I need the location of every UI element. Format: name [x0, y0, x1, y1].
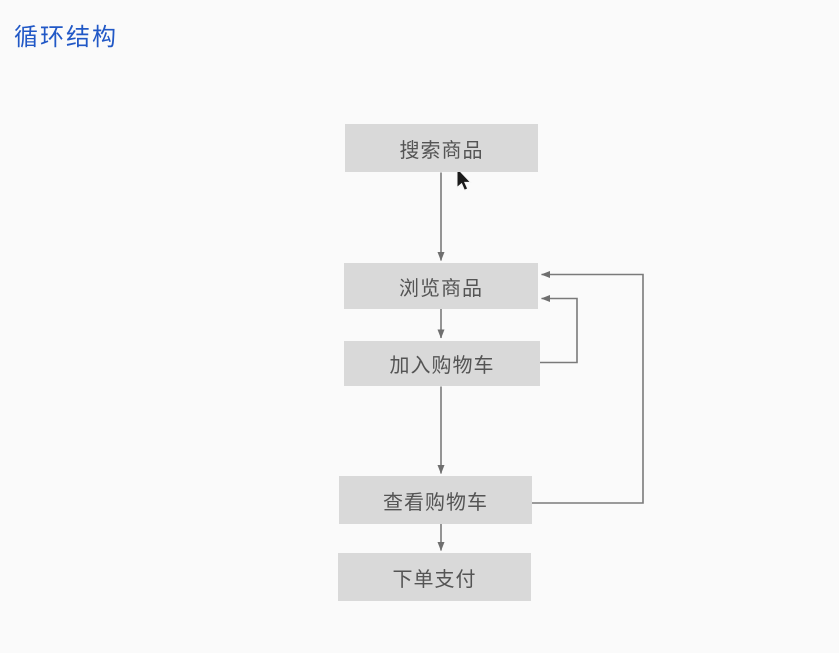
flow-node-label: 搜索商品	[399, 139, 484, 162]
edge-viewcart-loop-to-browse	[532, 271, 644, 504]
flow-node-label: 下单支付	[392, 568, 477, 591]
edge-addcart-loop-to-browse	[540, 295, 578, 364]
flow-node-label: 浏览商品	[399, 277, 483, 300]
flow-node-add-to-cart: 加入购物车	[344, 341, 540, 386]
flow-node-browse-product: 浏览商品	[344, 263, 538, 309]
flow-node-label: 查看购物车	[383, 491, 488, 514]
flow-node-search-product: 搜索商品	[345, 124, 538, 172]
flow-node-label: 加入购物车	[389, 355, 495, 377]
flow-node-view-cart: 查看购物车	[339, 476, 532, 524]
flow-node-order-pay: 下单支付	[338, 553, 531, 601]
page-title: 循环结构	[14, 24, 118, 51]
